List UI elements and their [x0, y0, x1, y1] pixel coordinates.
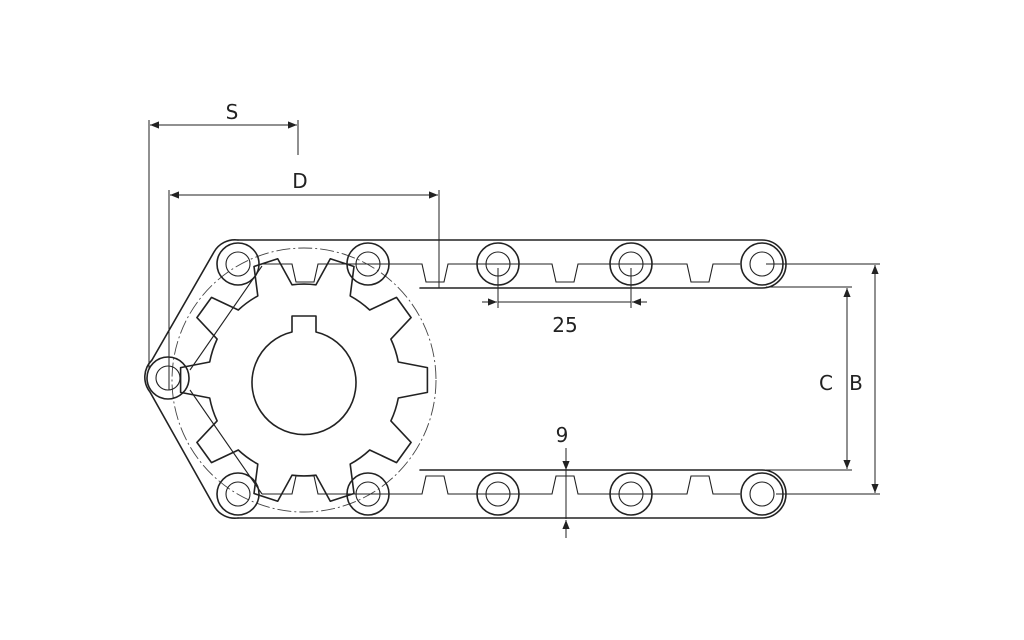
chain-pin	[346, 242, 390, 286]
sprocket-bore-keyway	[251, 315, 357, 436]
pitch-circle	[171, 247, 437, 513]
sprocket-gear	[179, 258, 429, 502]
dimension-pitch: 25	[482, 268, 647, 337]
dimension-c: C	[766, 286, 852, 471]
chain-pin	[216, 242, 260, 286]
dimension-s-label: S	[226, 100, 239, 124]
dimension-d: D	[168, 169, 440, 390]
dimension-b: B	[766, 263, 880, 495]
chain-belt	[144, 239, 787, 519]
dimension-thickness: 9	[556, 423, 570, 538]
chain-pin	[146, 356, 190, 400]
chain-pin	[216, 472, 260, 516]
dimension-pitch-label: 25	[552, 313, 577, 337]
dimension-thickness-label: 9	[556, 423, 569, 447]
chain-pin	[476, 472, 520, 516]
dimension-s: S	[148, 100, 299, 370]
chain-pins	[146, 242, 784, 516]
dimension-d-label: D	[292, 169, 307, 193]
chain-pin	[346, 472, 390, 516]
dimension-b-label: B	[849, 371, 863, 395]
chain-pin	[609, 472, 653, 516]
dimension-c-label: C	[819, 371, 833, 395]
